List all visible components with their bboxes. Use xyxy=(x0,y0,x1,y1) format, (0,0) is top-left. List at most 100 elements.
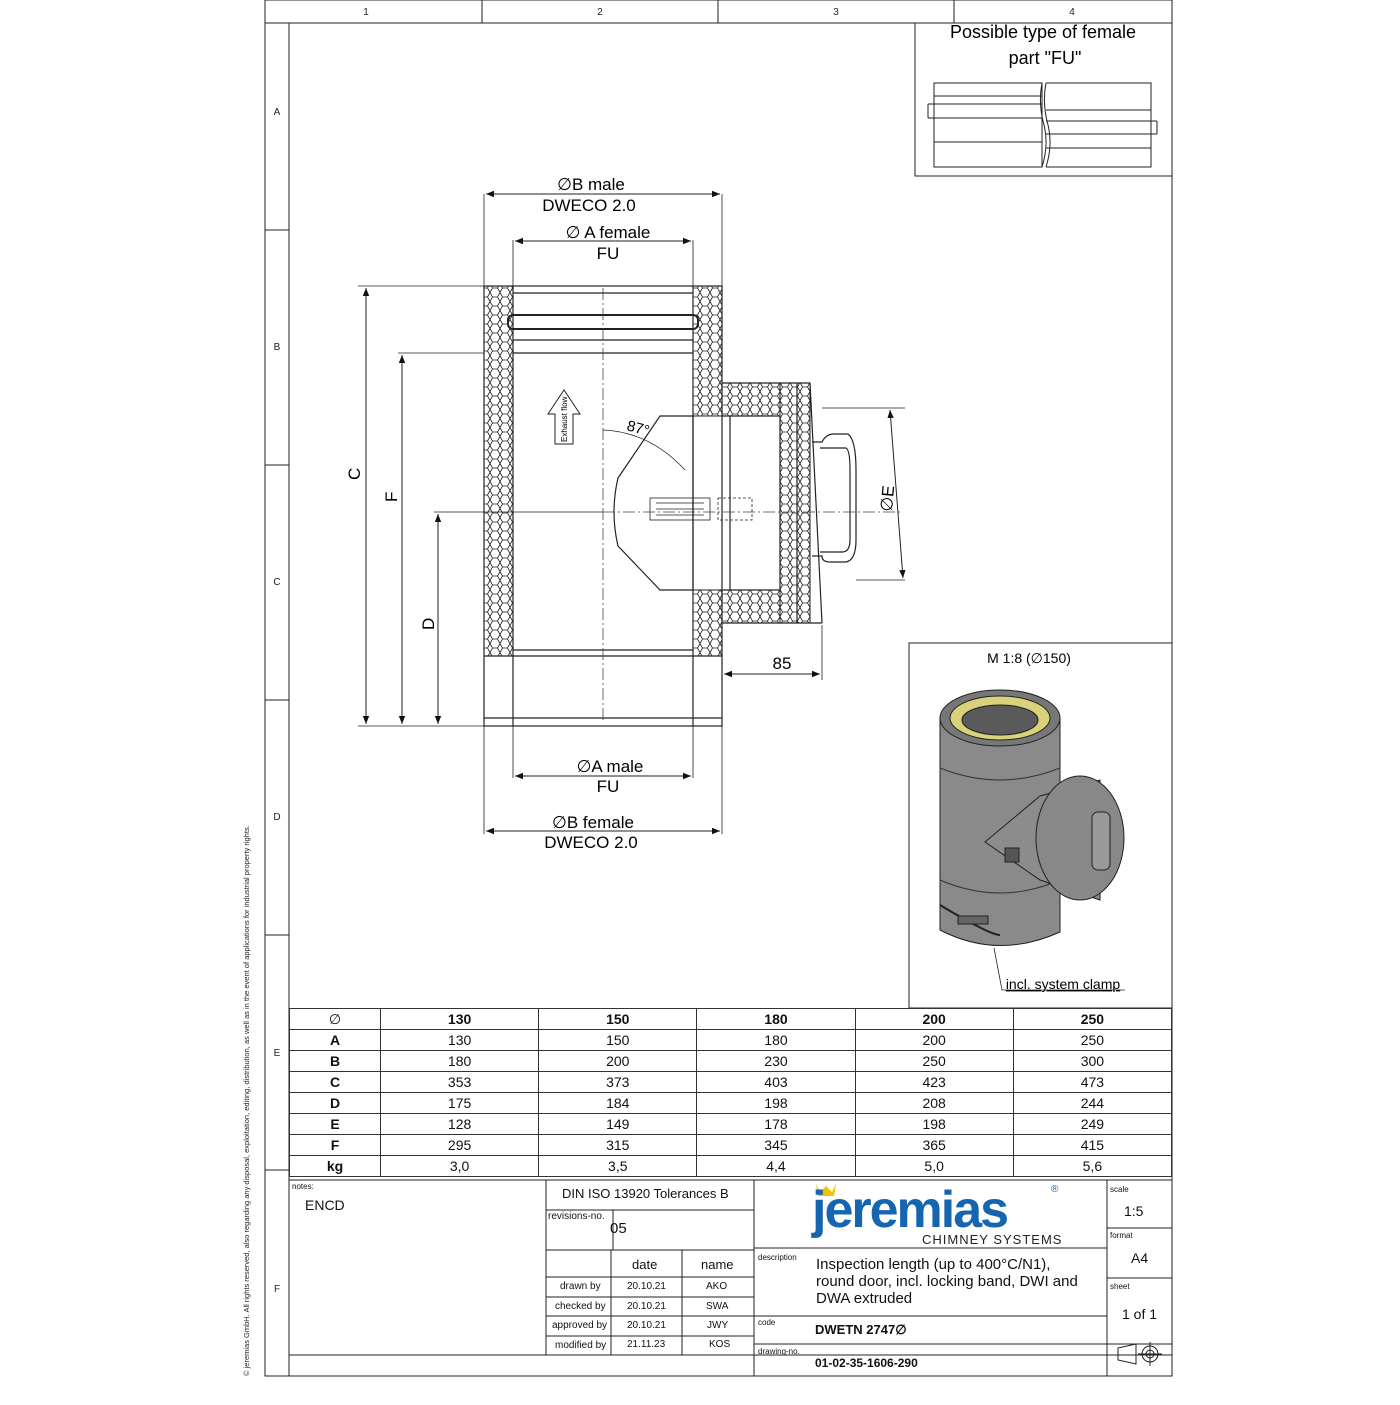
dweco-top-label: DWECO 2.0 xyxy=(542,196,636,215)
jeremias-logo: jeremias xyxy=(812,1181,1009,1239)
fu-bottom-label: FU xyxy=(597,777,620,796)
format-label: format xyxy=(1110,1231,1133,1240)
table-cell: 180 xyxy=(379,1050,540,1072)
column-label: 4 xyxy=(1069,7,1075,18)
row-label-cell: kg xyxy=(289,1155,381,1177)
diameter-header-cell: ∅ xyxy=(289,1008,381,1030)
table-cell: 250 xyxy=(1012,1029,1173,1051)
modified-by-name: KOS xyxy=(709,1339,731,1350)
checked-by-label: checked by xyxy=(555,1301,606,1312)
logo-registered-mark: ® xyxy=(1051,1184,1059,1195)
table-cell: 149 xyxy=(538,1113,698,1135)
row-label: D xyxy=(273,812,280,823)
table-cell: 249 xyxy=(1012,1113,1173,1135)
table-cell: 198 xyxy=(854,1113,1014,1135)
female-part-title-line2: part "FU" xyxy=(1009,48,1082,68)
table-cell: 200 xyxy=(854,1029,1014,1051)
size-header-cell: 250 xyxy=(1012,1008,1173,1030)
column-label: 3 xyxy=(833,7,839,18)
row-label: E xyxy=(274,1048,281,1059)
size-header-cell: 180 xyxy=(696,1008,856,1030)
title-block-lines xyxy=(289,1179,1172,1376)
sheet-label: sheet xyxy=(1110,1282,1130,1291)
description-label: description xyxy=(758,1253,797,1262)
format-value: A4 xyxy=(1131,1250,1149,1266)
dweco-bottom-label: DWECO 2.0 xyxy=(544,833,638,852)
checked-by-name: SWA xyxy=(706,1301,729,1312)
modified-by-label: modified by xyxy=(555,1340,607,1351)
dimension-a-male: ∅A male FU xyxy=(512,726,694,796)
revisions-label: revisions-no. xyxy=(548,1211,605,1222)
exhaust-flow-arrow: Exhaust flow xyxy=(547,389,581,445)
logo-subtitle: CHIMNEY SYSTEMS xyxy=(922,1232,1063,1247)
table-cell: 473 xyxy=(1012,1071,1173,1093)
table-cell: 295 xyxy=(379,1134,540,1156)
center-lines xyxy=(602,288,903,720)
female-part-pipe-drawing xyxy=(927,82,1158,168)
table-cell: 244 xyxy=(1012,1092,1173,1114)
row-label: B xyxy=(274,342,281,353)
female-part-detail: Possible type of female part "FU" xyxy=(914,22,1173,177)
pipe-outline xyxy=(483,285,857,727)
column-label: 1 xyxy=(363,7,369,18)
date-header: date xyxy=(632,1257,658,1272)
description-line3: DWA extruded xyxy=(816,1290,913,1307)
angle-annotation: 87° xyxy=(602,417,686,471)
row-label: A xyxy=(274,107,281,118)
table-cell: 180 xyxy=(696,1029,856,1051)
dimension-85 xyxy=(721,625,823,680)
dimension-a-female: ∅ A female FU xyxy=(512,223,694,286)
description-line1: Inspection length (up to 400°C/N1), xyxy=(816,1256,1051,1273)
drawing-no-label: drawing-no. xyxy=(758,1347,800,1356)
exhaust-flow-label: Exhaust flow xyxy=(560,396,569,442)
pipe-insulation xyxy=(483,285,811,657)
table-cell: 5,0 xyxy=(854,1155,1014,1177)
tolerances-text: DIN ISO 13920 Tolerances B xyxy=(562,1186,729,1201)
a-male-label: ∅A male xyxy=(577,757,644,776)
a-female-label: ∅ A female xyxy=(566,223,651,242)
row-label-cell: D xyxy=(289,1092,381,1114)
size-header-cell: 200 xyxy=(854,1008,1014,1030)
b-male-label: ∅B male xyxy=(557,175,625,194)
copyright-note: © jeremias GmbH. All rights reserved, al… xyxy=(242,825,251,1376)
row-label-cell: C xyxy=(289,1071,381,1093)
table-cell: 315 xyxy=(538,1134,698,1156)
fu-top-label: FU xyxy=(597,244,620,263)
code-label: code xyxy=(758,1318,776,1327)
approved-by-label: approved by xyxy=(552,1320,608,1331)
table-cell: 178 xyxy=(696,1113,856,1135)
projection-symbol-icon xyxy=(1117,1342,1162,1366)
table-cell: 353 xyxy=(379,1071,540,1093)
revisions-value: 05 xyxy=(610,1220,627,1237)
table-cell: 198 xyxy=(696,1092,856,1114)
table-cell: 300 xyxy=(1012,1050,1173,1072)
checked-by-date: 20.10.21 xyxy=(627,1301,666,1312)
isometric-view: M 1:8 (∅150) incl. system clamp xyxy=(908,642,1173,1009)
dim-d-label: D xyxy=(419,618,438,630)
row-label-cell: A xyxy=(289,1029,381,1051)
notes-label: notes: xyxy=(292,1182,314,1191)
angle-label: 87° xyxy=(625,417,651,439)
iso-scale-label: M 1:8 (∅150) xyxy=(987,650,1071,666)
drawing-no-value: 01-02-35-1606-290 xyxy=(815,1356,918,1370)
table-cell: 3,5 xyxy=(538,1155,698,1177)
dimension-c xyxy=(358,285,603,727)
table-cell: 403 xyxy=(696,1071,856,1093)
approved-by-name: JWY xyxy=(707,1320,729,1331)
drawn-by-date: 20.10.21 xyxy=(627,1281,666,1292)
table-cell: 130 xyxy=(379,1029,540,1051)
table-cell: 250 xyxy=(854,1050,1014,1072)
table-cell: 365 xyxy=(854,1134,1014,1156)
table-cell: 184 xyxy=(538,1092,698,1114)
drawn-by-label: drawn by xyxy=(560,1281,601,1292)
row-label: F xyxy=(274,1284,280,1295)
dim-c-label: C xyxy=(345,468,364,480)
table-cell: 208 xyxy=(854,1092,1014,1114)
